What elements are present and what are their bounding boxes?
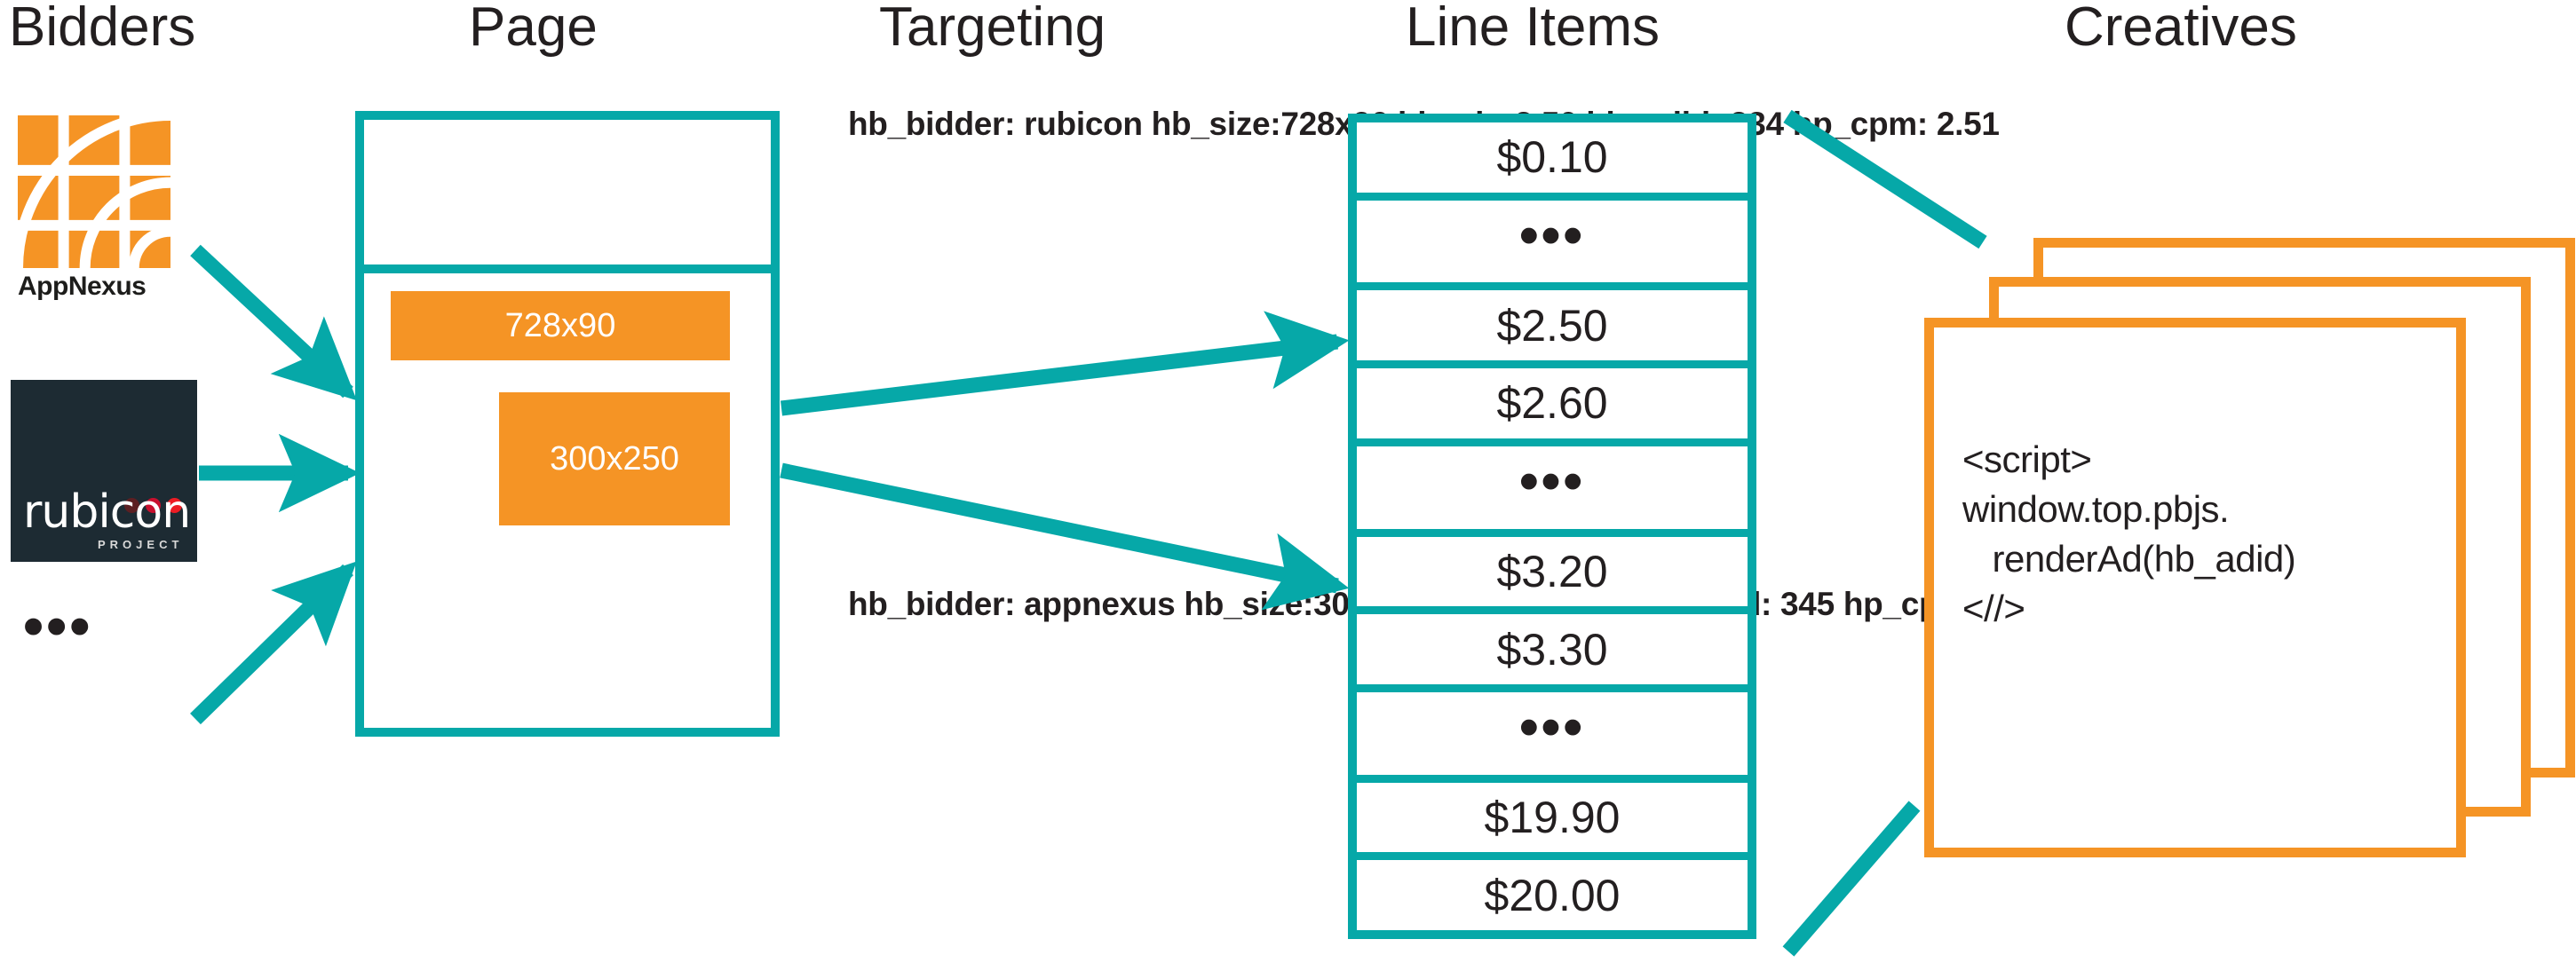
line-item-row[interactable]: $2.50 bbox=[1357, 290, 1748, 369]
line-item-row: ••• bbox=[1357, 446, 1748, 537]
line-item-row: ••• bbox=[1357, 201, 1748, 291]
line-item-row[interactable]: $20.00 bbox=[1484, 870, 1621, 920]
ad-slot-728x90[interactable]: 728x90 bbox=[391, 291, 730, 360]
arrow-appnexus-to-page bbox=[190, 244, 357, 401]
ad-slot-300x250[interactable]: 300x250 bbox=[499, 392, 730, 525]
column-title-targeting: Targeting bbox=[879, 0, 1106, 58]
column-title-line-items: Line Items bbox=[1406, 0, 1661, 58]
creative-script-snippet: <script> window.top.pbjs. renderAd(hb_ad… bbox=[1962, 438, 2296, 629]
appnexus-logo-icon bbox=[18, 115, 170, 268]
line-item-row[interactable]: $3.20 bbox=[1357, 537, 1748, 615]
line-items-table: $0.10 ••• $2.50 $2.60 ••• $3.20 $3.30 ••… bbox=[1348, 114, 1756, 939]
rubicon-dot-2 bbox=[146, 498, 161, 513]
line-item-row[interactable]: $19.90 bbox=[1357, 783, 1748, 861]
line-item-row[interactable]: $3.30 bbox=[1357, 614, 1748, 692]
rubicon-subtitle: PROJECT bbox=[98, 538, 184, 551]
column-title-creatives: Creatives bbox=[2065, 0, 2297, 58]
rubicon-wordmark: rubicon bbox=[23, 485, 191, 539]
column-title-page: Page bbox=[469, 0, 598, 58]
line-item-row[interactable]: $0.10 bbox=[1357, 122, 1748, 201]
appnexus-wordmark: AppNexus bbox=[18, 272, 147, 301]
rubicon-project-logo-icon: rubicon PROJECT bbox=[11, 380, 197, 562]
arrow-page-300x250-to-lineitem-320 bbox=[780, 462, 1350, 611]
rubicon-dot-3 bbox=[167, 498, 182, 513]
line-item-row[interactable]: $2.60 bbox=[1357, 368, 1748, 446]
arrow-other-bidders-to-page bbox=[190, 561, 357, 725]
arrow-page-728x90-to-lineitem-250 bbox=[780, 311, 1350, 416]
creative-card-front[interactable] bbox=[1924, 318, 2466, 857]
bidders-more-indicator: ••• bbox=[23, 593, 93, 659]
page-header-divider bbox=[355, 264, 780, 273]
column-title-bidders: Bidders bbox=[9, 0, 196, 58]
line-lineitems-to-creatives-bottom bbox=[1782, 801, 1921, 957]
rubicon-dot-1 bbox=[124, 498, 139, 513]
line-item-row: ••• bbox=[1357, 692, 1748, 783]
